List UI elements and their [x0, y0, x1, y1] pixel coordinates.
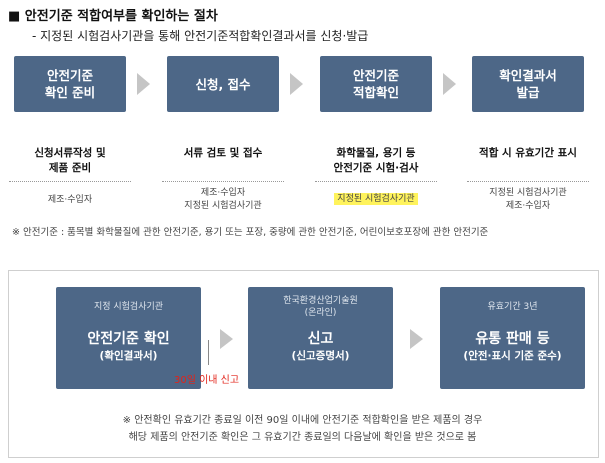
- actor-line: 지정된 시험검사기관: [184, 201, 262, 211]
- divider: [315, 181, 437, 182]
- arrow-right-icon: [410, 329, 423, 349]
- footnote-safety-standard: ※ 안전기준 : 품목별 화학물질에 관한 안전기준, 용기 또는 포장, 중량…: [12, 227, 489, 238]
- actor-line: 지정된 시험검사기관: [489, 188, 567, 198]
- step-description: 적합 시 유효기간 표시: [458, 146, 598, 161]
- footnote-line: 해당 제품의 안전기준 확인은 그 유효기간 종료일의 다음날에 확인을 받은 …: [128, 432, 477, 443]
- box-caption: (온라인): [304, 308, 337, 318]
- box-sub: (확인결과서): [99, 350, 158, 362]
- box-main: 안전기준 확인: [87, 331, 170, 347]
- step-line: 안전기준: [352, 68, 399, 83]
- arrow-right-icon: [137, 73, 150, 95]
- desc-line: 화학물질, 용기 등: [336, 147, 416, 159]
- step-line: 발급: [516, 85, 540, 100]
- step-line: 확인결과서: [499, 68, 557, 83]
- divider: [9, 181, 131, 182]
- step-line: 적합확인: [352, 85, 399, 100]
- box-main: 신고: [307, 331, 334, 347]
- panel-box-distribution: 유효기간 3년 유통 판매 등 (안전·표시 기준 준수): [440, 287, 585, 389]
- step-line: 신청, 접수: [195, 76, 251, 92]
- desc-line: 안전기준 시험·검사: [333, 162, 419, 174]
- step-box-apply: 신청, 접수: [167, 56, 279, 112]
- arrow-right-icon: [220, 329, 233, 349]
- desc-line: 서류 검토 및 접수: [183, 147, 263, 159]
- box-caption: 한국환경산업기술원: [283, 296, 358, 306]
- actor-line: 제조·수입자: [505, 201, 551, 211]
- actor-line: 제조·수입자: [200, 188, 246, 198]
- arrow-right-icon: [290, 73, 303, 95]
- arrow-right-icon: [443, 73, 456, 95]
- page-subtitle: - 지정된 시험검사기관을 통해 안전기준적합확인결과서를 신청·발급: [32, 29, 369, 43]
- divider: [162, 181, 284, 182]
- panel-box-safety-check: 지정 시험검사기관 안전기준 확인 (확인결과서): [56, 287, 201, 389]
- step-actor: 지정된 시험검사기관: [301, 193, 451, 206]
- desc-line: 적합 시 유효기간 표시: [479, 147, 577, 159]
- deadline-note: 30일 이내 신고: [174, 375, 240, 386]
- box-main: 유통 판매 등: [475, 331, 550, 347]
- connector-line: [208, 340, 209, 365]
- box-sub: (신고증명서): [291, 350, 350, 362]
- box-caption: 지정 시험검사기관: [93, 302, 164, 312]
- step-line: 안전기준: [46, 68, 93, 83]
- highlighted-actor: 지정된 시험검사기관: [334, 193, 418, 205]
- desc-line: 신청서류작성 및: [34, 147, 106, 159]
- desc-line: 제품 준비: [48, 162, 92, 174]
- panel-box-report: 한국환경산업기술원 (온라인) 신고 (신고증명서): [248, 287, 393, 389]
- page-title: ■ 안전기준 적합여부를 확인하는 절차: [8, 9, 218, 24]
- divider: [467, 181, 589, 182]
- box-caption: 유효기간 3년: [487, 302, 538, 312]
- step-line: 확인 준비: [44, 85, 96, 100]
- step-actor: 제조·수입자: [0, 194, 145, 207]
- actor-line: 제조·수입자: [47, 195, 93, 205]
- footnote-validity: ※ 안전확인 유효기간 종료일 이전 90일 이내에 안전기준 적합확인을 받은…: [20, 412, 585, 446]
- box-sub: (안전·표시 기준 준수): [463, 350, 562, 362]
- step-description: 서류 검토 및 접수: [153, 146, 293, 161]
- footnote-line: ※ 안전확인 유효기간 종료일 이전 90일 이내에 안전기준 적합확인을 받은…: [122, 415, 483, 426]
